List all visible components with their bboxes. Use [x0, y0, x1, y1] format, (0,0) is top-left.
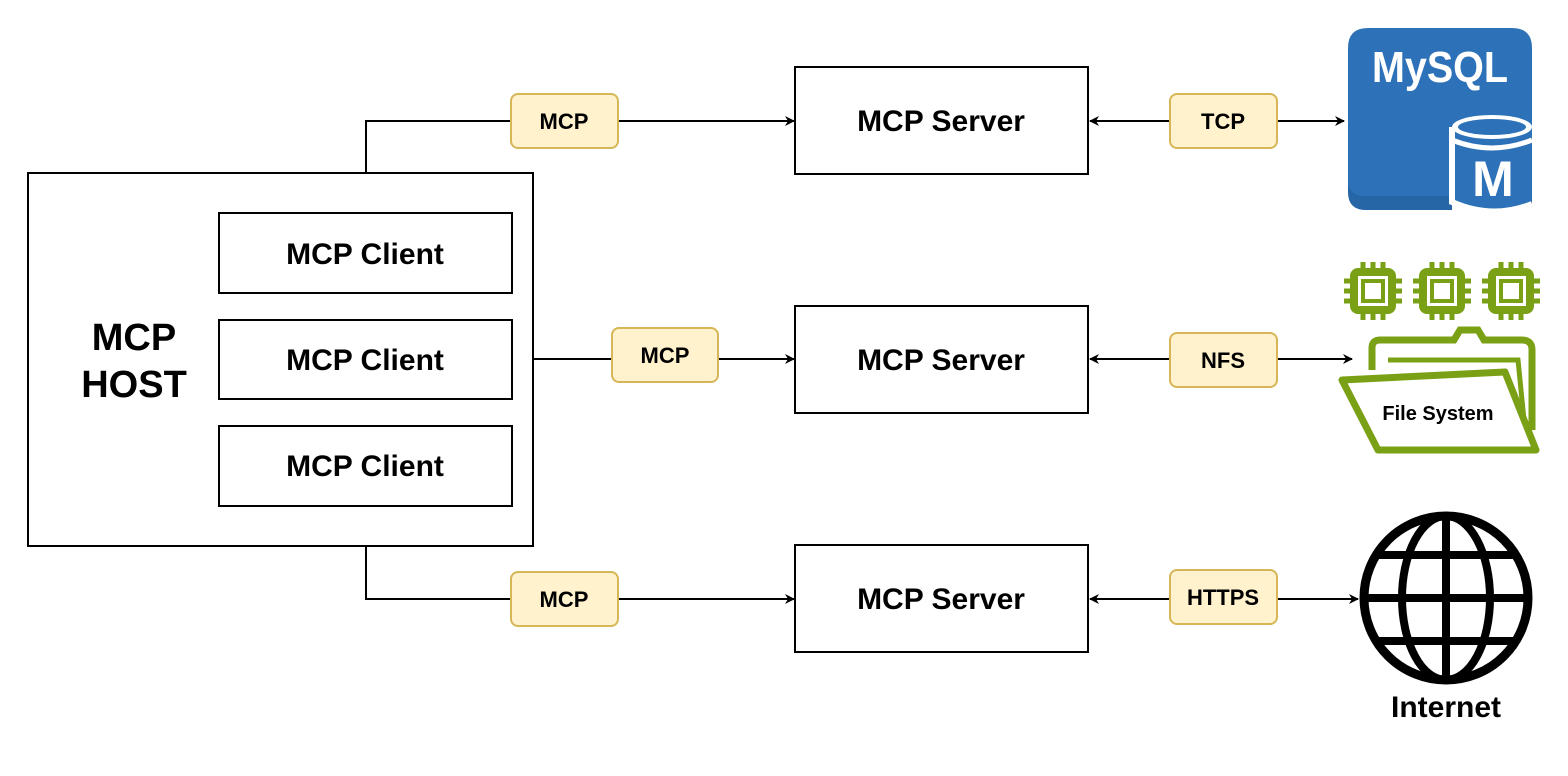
- badge-label: MCP: [641, 343, 690, 368]
- badge-mcp-1: MCP: [510, 93, 619, 149]
- chip-icon: [1344, 262, 1402, 320]
- badge-label: NFS: [1201, 348, 1245, 373]
- mcp-host-label-line1: MCP: [92, 317, 176, 359]
- chip-icon: [1413, 262, 1471, 320]
- mcp-client-label: MCP Client: [286, 344, 444, 377]
- mcp-server-label: MCP Server: [857, 105, 1025, 138]
- badge-nfs: NFS: [1169, 332, 1278, 388]
- mcp-client-1[interactable]: MCP Client: [218, 212, 513, 294]
- protocol-badges: MCP MCP MCP TCP NFS HTTPS: [510, 93, 1278, 627]
- mcp-server-2[interactable]: MCP Server: [794, 305, 1089, 414]
- mcp-server-label: MCP Server: [857, 344, 1025, 377]
- globe-icon: [1359, 511, 1533, 685]
- chip-icon: [1482, 262, 1540, 320]
- file-system-label: File System: [1382, 403, 1493, 425]
- mysql-logo-text: MySQL: [1372, 43, 1508, 92]
- badge-label: MCP: [540, 109, 589, 134]
- badge-label: HTTPS: [1187, 585, 1259, 610]
- file-system-folder-icon: File System: [1338, 262, 1540, 454]
- mcp-server-label: MCP Server: [857, 583, 1025, 616]
- badge-tcp: TCP: [1169, 93, 1278, 149]
- badge-label: MCP: [540, 587, 589, 612]
- mysql-database-icon: MySQL M: [1348, 28, 1534, 215]
- badge-mcp-2: MCP: [611, 327, 719, 383]
- mcp-client-3[interactable]: MCP Client: [218, 425, 513, 507]
- internet-label: Internet: [1391, 691, 1501, 724]
- badge-https: HTTPS: [1169, 569, 1278, 625]
- mcp-client-2[interactable]: MCP Client: [218, 319, 513, 400]
- mcp-client-label: MCP Client: [286, 238, 444, 271]
- mcp-server-1[interactable]: MCP Server: [794, 66, 1089, 175]
- badge-mcp-3: MCP: [510, 571, 619, 627]
- mysql-logo-letter: M: [1472, 151, 1514, 207]
- mcp-host-label-line2: HOST: [81, 364, 187, 406]
- badge-label: TCP: [1201, 109, 1245, 134]
- mcp-client-label: MCP Client: [286, 450, 444, 483]
- mcp-server-3[interactable]: MCP Server: [794, 544, 1089, 653]
